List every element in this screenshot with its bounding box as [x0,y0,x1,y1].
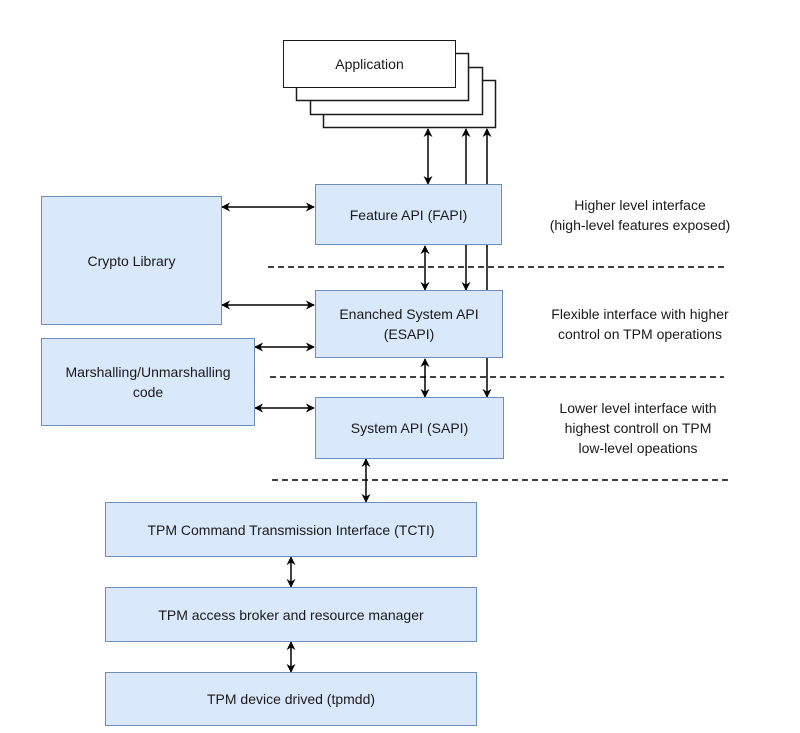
fapi-box: Feature API (FAPI) [315,184,502,245]
tcti-label: TPM Command Transmission Interface (TCTI… [147,521,435,538]
tpmdd-label: TPM device drived (tpmdd) [206,691,376,707]
sapi-box: System API (SAPI) [315,397,504,459]
broker-box: TPM access broker and resource manager [105,587,477,642]
esapi-label: Enanched System API (ESAPI) [339,306,479,342]
tpmdd-box: TPM device drived (tpmdd) [105,672,477,726]
marshalling-box: Marshalling/Unmarshalling code [41,338,255,426]
application-box: Application [283,40,456,88]
marshalling-label: Marshalling/Unmarshalling code [65,364,231,400]
fapi-label: Feature API (FAPI) [349,206,468,223]
note-sapi: Lower level interface with highest contr… [559,400,717,456]
note-esapi: Flexible interface with higher control o… [551,306,729,342]
crypto-library-label: Crypto Library [87,252,176,269]
crypto-library-box: Crypto Library [41,196,222,325]
application-label: Application [335,56,404,72]
broker-label: TPM access broker and resource manager [158,606,424,623]
esapi-box: Enanched System API (ESAPI) [315,290,503,358]
sapi-label: System API (SAPI) [350,420,469,436]
tcti-box: TPM Command Transmission Interface (TCTI… [105,502,477,557]
note-fapi: Higher level interface (high-level featu… [549,197,731,233]
